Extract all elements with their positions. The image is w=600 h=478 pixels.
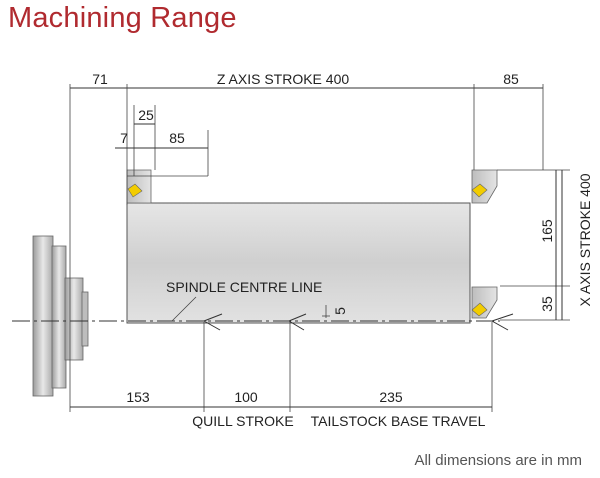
dim-85-inner: 85 [169,130,185,146]
dim-85-right: 85 [503,71,519,87]
right-insert-top-icon [471,183,488,198]
right-tool-top [471,169,498,204]
bottom-dimensions: 153 100 235 QUILL STROKE TAILSTOCK BASE … [70,322,493,429]
right-tool-bottom [471,286,498,319]
quill-stroke-label: QUILL STROKE [192,413,293,429]
dim-25: 25 [138,107,154,123]
dim-5-group: 5 [322,305,348,318]
dim-35: 35 [539,296,555,312]
top-dimensions: 71 Z AXIS STROKE 400 85 [69,71,544,412]
dim-5: 5 [332,307,348,315]
tailstock-base-travel-label: TAILSTOCK BASE TRAVEL [311,413,486,429]
spindle-chuck [32,235,89,397]
dim-x-axis-stroke: X AXIS STROKE 400 [577,173,593,306]
dim-z-axis-stroke: Z AXIS STROKE 400 [217,71,349,87]
dim-165: 165 [539,219,555,243]
dim-100: 100 [234,389,258,405]
left-insert-icon [127,183,143,198]
dim-7: 7 [120,130,128,146]
right-insert-bottom-icon [471,302,488,317]
dim-235: 235 [379,389,403,405]
spindle-centre-leader [171,296,197,322]
units-footnote: All dimensions are in mm [414,452,582,469]
dim-153: 153 [126,389,150,405]
machining-envelope [126,202,471,324]
dim-71: 71 [92,71,108,87]
right-dimensions: 165 35 X AXIS STROKE 400 [497,169,593,321]
tool-point-markers [202,313,514,331]
spindle-centre-line-label: SPINDLE CENTRE LINE [166,279,322,295]
inner-dimensions: 25 7 85 [115,105,209,177]
left-tool [126,169,152,204]
page-title: Machining Range [8,2,237,34]
